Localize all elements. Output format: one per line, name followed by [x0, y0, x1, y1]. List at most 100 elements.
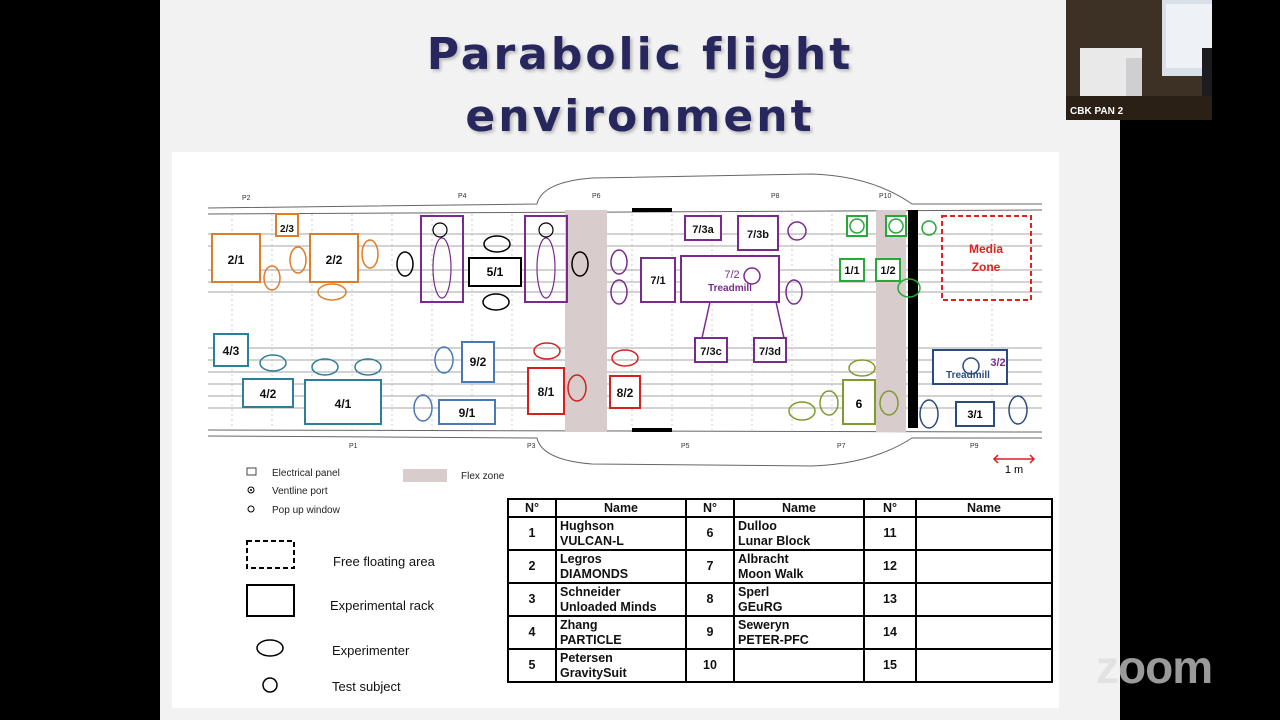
- flex-zone-swatch: [403, 469, 447, 482]
- legend-flex-zone: Flex zone: [461, 471, 505, 482]
- rack-label: 9/2: [470, 355, 487, 369]
- experiment-2-racks: [211, 213, 359, 283]
- title-line-2: environment: [465, 91, 815, 142]
- slide-title: Parabolic flight environment: [160, 24, 1120, 148]
- port-label: P1: [349, 443, 358, 450]
- ports: P2 P4 P6 P8 P10 P1 P3 P5 P7 P9: [242, 193, 979, 450]
- rack-label: 1/2: [880, 265, 895, 277]
- experimenter-icons-olive: [788, 359, 899, 421]
- test-subject-icon: [262, 677, 278, 693]
- experimenter-icon: [256, 639, 284, 657]
- rack-label: 4/2: [260, 387, 277, 401]
- treadmill-label: Treadmill: [708, 283, 752, 294]
- electrical-panel-icon: [246, 467, 257, 476]
- experimenter-icons-orange: [263, 239, 379, 301]
- column-header: N°: [507, 498, 557, 518]
- experiment-5-area: [420, 215, 568, 303]
- column-header: N°: [685, 498, 735, 518]
- rack-label: 3/2: [990, 357, 1005, 369]
- port-label: P10: [879, 193, 892, 200]
- legend-experimenter: Experimenter: [332, 643, 410, 658]
- rack-label: 9/1: [459, 406, 476, 420]
- experimenter-icons-teal: [259, 354, 382, 376]
- experimenter-icons-navy: [919, 357, 1028, 429]
- rack-label: 1/1: [844, 265, 859, 277]
- experiment-8-racks: [527, 367, 641, 415]
- rack-label: 7/3c: [700, 346, 721, 358]
- experimenter-icons-purple: [610, 221, 807, 305]
- port-label: P7: [837, 443, 846, 450]
- legend-ventline-port: Ventline port: [272, 486, 328, 497]
- experimenter-icons-black: [396, 235, 589, 311]
- bulkhead-wall: [908, 210, 918, 428]
- rack-label: 8/2: [617, 386, 634, 400]
- zoom-watermark: zoom: [1096, 641, 1213, 693]
- experiment-7-connectors: [701, 301, 785, 339]
- legend-popup-window: Pop up window: [272, 505, 340, 516]
- column-header: Name: [915, 498, 1053, 518]
- media-zone-label: Media: [969, 242, 1003, 256]
- experimental-rack-icon: [246, 584, 295, 617]
- slide-figure: P2 P4 P6 P8 P10 P1 P3 P5 P7 P9 Media Zon…: [172, 152, 1059, 708]
- column-header: Name: [555, 498, 687, 518]
- rack-label: 7/3b: [747, 229, 769, 241]
- participant-name: CBK PAN 2: [1070, 106, 1124, 117]
- port-label: P6: [592, 193, 601, 200]
- experimenter-icons-green: [849, 218, 937, 298]
- experimenter-icons-red: [533, 342, 639, 402]
- scale-bar: [992, 454, 1036, 464]
- column-header: Name: [733, 498, 865, 518]
- experiment-3-racks: [932, 349, 1008, 427]
- rack-label: 3/1: [967, 409, 982, 421]
- experiment-9-racks: [438, 341, 496, 425]
- rack-label: 2/1: [228, 253, 245, 267]
- rack-label: 6: [856, 397, 863, 411]
- rack-label: 7/3d: [759, 346, 781, 358]
- cabin-layout-plan: P2 P4 P6 P8 P10 P1 P3 P5 P7 P9 Media Zon…: [207, 173, 1043, 693]
- port-label: P4: [458, 193, 467, 200]
- scale-label: 1 m: [1005, 464, 1023, 476]
- experiment-7-racks: [640, 215, 787, 363]
- ventline-port-icon: [247, 486, 255, 494]
- rack-5-1: [468, 257, 522, 287]
- participant-video-tile[interactable]: [1066, 0, 1212, 120]
- treadmill-label: Treadmill: [946, 370, 990, 381]
- media-zone-label: Zone: [972, 260, 1001, 274]
- table-header-row: N° Name N° Name N° Name: [507, 498, 1053, 518]
- rack-label: 8/1: [538, 385, 555, 399]
- port-label: P5: [681, 443, 690, 450]
- rack-6: [842, 379, 876, 425]
- video-feed: [1066, 0, 1212, 120]
- door-top: [632, 208, 672, 212]
- rack-label: 4/3: [223, 344, 240, 358]
- rack-label: 2/3: [280, 224, 294, 235]
- legend-test-subject: Test subject: [332, 679, 401, 694]
- experimenter-icons-blue: [413, 346, 454, 422]
- free-floating-icon: [246, 540, 295, 569]
- legend-electrical-panel: Electrical panel: [272, 468, 340, 479]
- test-subject-icons: [432, 222, 554, 238]
- door-bottom: [632, 428, 672, 432]
- experiment-4-racks: [213, 333, 382, 425]
- port-label: P8: [771, 193, 780, 200]
- rack-label: 7/2: [724, 269, 739, 281]
- port-label: P2: [242, 195, 251, 202]
- rack-label: 2/2: [326, 253, 343, 267]
- column-header: N°: [863, 498, 917, 518]
- legend-experimental-rack: Experimental rack: [330, 598, 435, 613]
- rack-label: 7/3a: [692, 224, 714, 236]
- popup-window-icon: [247, 505, 255, 513]
- port-label: P9: [970, 443, 979, 450]
- flex-zone-1: [565, 210, 607, 432]
- rack-label: 5/1: [487, 265, 504, 279]
- media-zone: [941, 215, 1032, 301]
- title-line-1: Parabolic flight: [426, 29, 854, 80]
- rack-label: 7/1: [650, 275, 665, 287]
- flex-zone-2: [876, 210, 906, 432]
